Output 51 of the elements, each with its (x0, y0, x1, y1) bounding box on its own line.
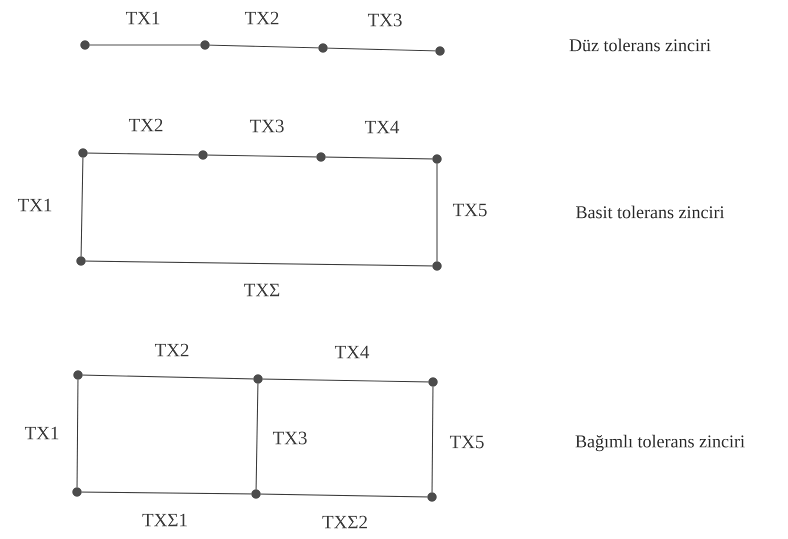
point-dot (316, 152, 326, 162)
edge-label: TX4 (334, 346, 370, 358)
point-dot (72, 487, 82, 497)
point-dot (78, 148, 88, 158)
line-segment (82, 492, 252, 494)
line-segment (328, 48, 436, 52)
line-segment (82, 374, 254, 380)
edge-label: TX1 (24, 426, 58, 440)
line-segment (210, 44, 318, 48)
edge-label: TXΣ (244, 284, 280, 296)
point-dot (427, 492, 437, 502)
edge-label: TX2 (154, 344, 188, 356)
edge-label: TX3 (272, 432, 307, 444)
line-segment (90, 44, 200, 46)
chain-title: Basit tolerans zinciri (576, 206, 724, 218)
point-dot (76, 256, 86, 266)
edge-label: TXΣ1 (142, 514, 187, 526)
point-dot (432, 261, 442, 271)
line-segment (88, 152, 198, 156)
edge-label: TX4 (364, 120, 400, 134)
line-segment (326, 156, 432, 160)
point-dot (200, 40, 210, 50)
chain-title: Düz tolerans zinciri (570, 38, 711, 52)
line-segment (260, 494, 428, 498)
edge-label: TX1 (18, 198, 52, 212)
edge-label: TX3 (250, 120, 284, 132)
point-dot (73, 370, 83, 380)
line-segment (432, 386, 434, 492)
line-segment (208, 154, 316, 158)
edge-label: TX1 (126, 12, 160, 24)
point-dot (435, 46, 445, 56)
point-dot (318, 43, 328, 53)
point-dot (251, 489, 261, 499)
edge-label: TXΣ2 (322, 516, 367, 528)
edge-label: TX3 (368, 14, 402, 26)
point-dot (80, 40, 90, 50)
point-dot (428, 377, 438, 387)
edge-label: TX2 (244, 12, 278, 24)
line-segment (262, 378, 428, 382)
edge-label: TX5 (450, 436, 484, 448)
point-dot (253, 374, 263, 384)
line-segment (80, 158, 84, 256)
edge-label: TX2 (128, 118, 162, 132)
line-segment (76, 380, 78, 488)
line-segment (256, 384, 258, 490)
point-dot (432, 154, 442, 164)
edge-label: TX5 (452, 204, 487, 216)
point-dot (198, 150, 208, 160)
line-segment (86, 260, 432, 266)
chain-title: Bağımlı tolerans zinciri (576, 434, 745, 452)
line-segment (436, 164, 438, 262)
